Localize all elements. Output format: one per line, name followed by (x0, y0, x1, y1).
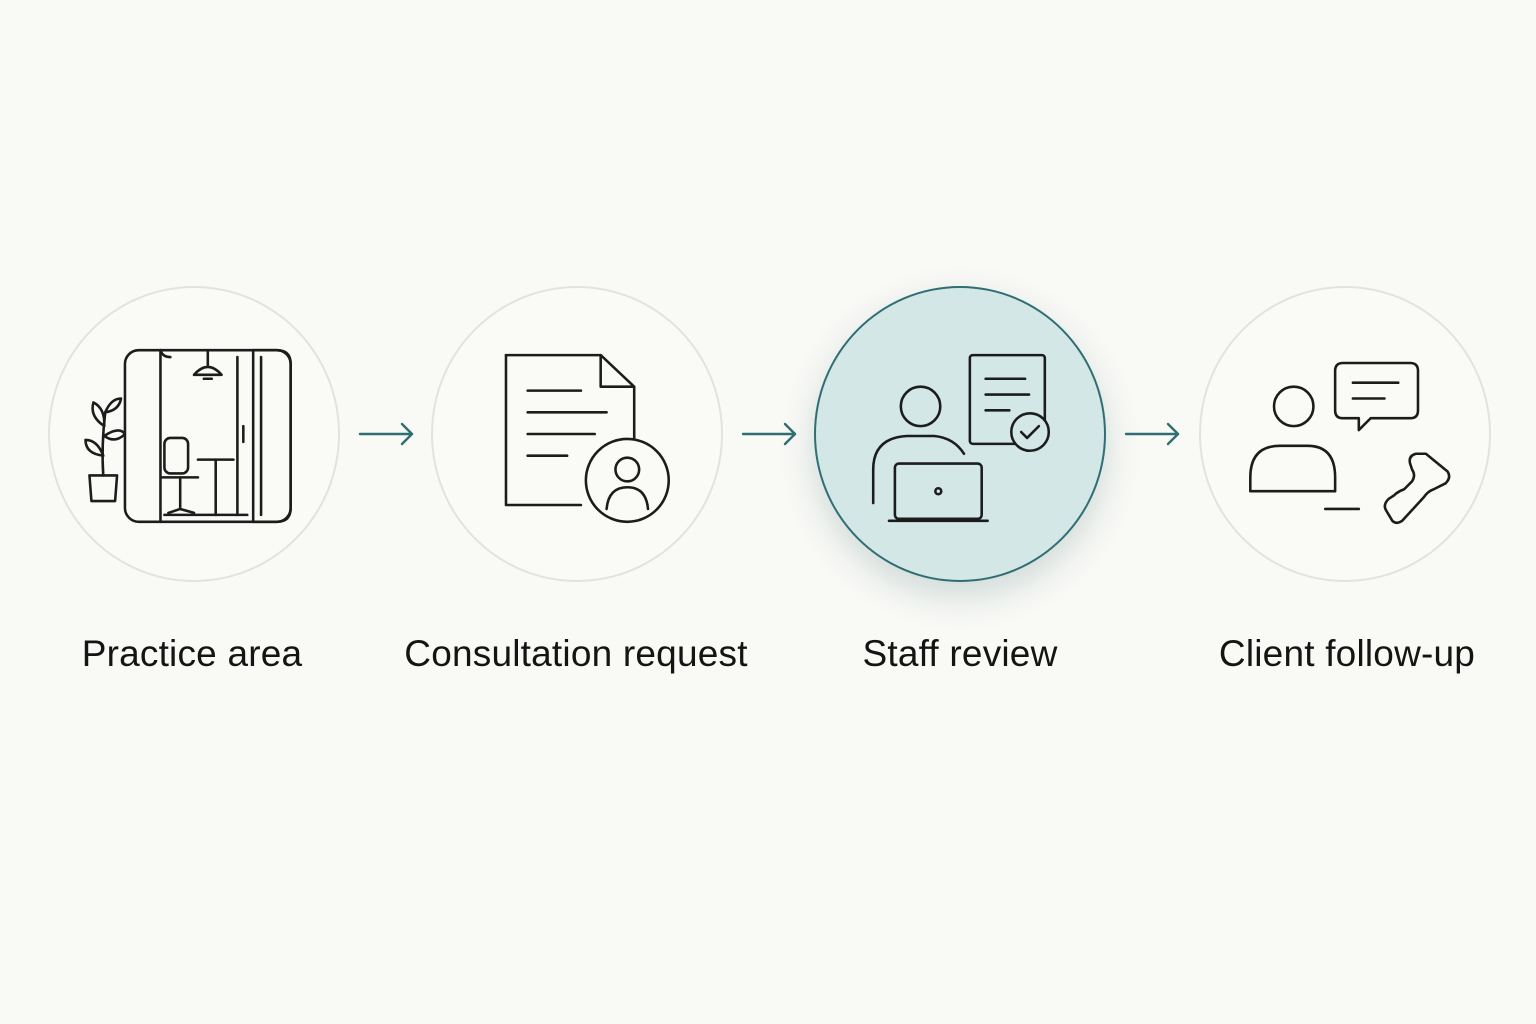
document-user-icon (504, 353, 671, 524)
step-practice-area (48, 286, 340, 582)
step-label-consultation-request: Consultation request (404, 633, 748, 674)
step-staff-review (814, 286, 1106, 582)
arrow-right-icon (741, 422, 797, 446)
step-consultation-request (431, 286, 723, 582)
step-label-client-follow-up: Client follow-up (1218, 633, 1476, 674)
office-booth-icon (84, 348, 292, 524)
arrow-right-icon (1124, 422, 1180, 446)
step-client-follow-up (1199, 286, 1491, 582)
person-chat-phone-icon (1249, 361, 1451, 525)
arrow-right-icon (358, 422, 414, 446)
step-label-staff-review: Staff review (862, 633, 1058, 674)
step-label-practice-area: Practice area (81, 633, 303, 674)
person-laptop-review-icon (871, 353, 1051, 523)
